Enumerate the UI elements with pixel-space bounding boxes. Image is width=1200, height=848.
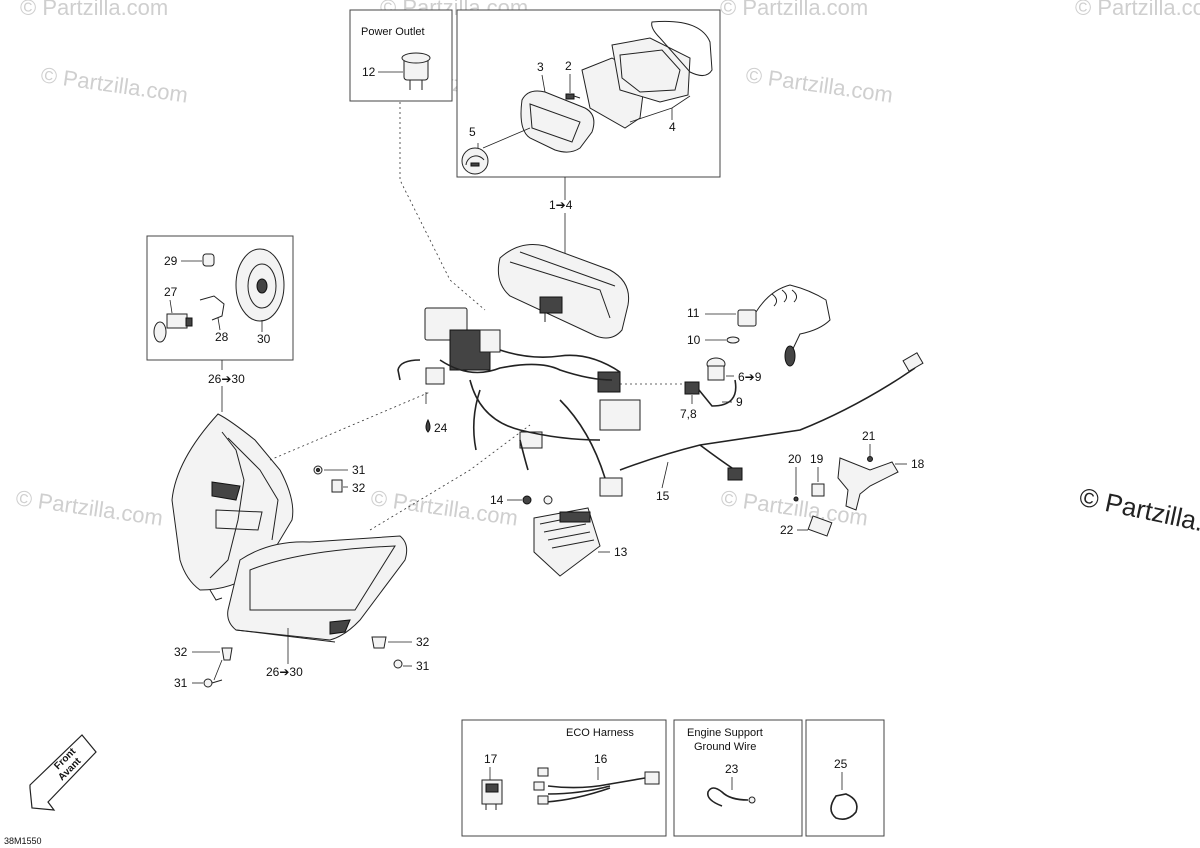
callout-6-9: 6➔9: [738, 370, 762, 384]
watermark-large: © Partzilla.c: [1077, 482, 1200, 540]
callout-21: 21: [862, 429, 876, 443]
gauge-bezel-part: [520, 90, 595, 153]
callout-31c: 31: [416, 659, 430, 673]
drop-icon: [425, 418, 431, 433]
o-ring-part: [726, 336, 740, 344]
fastener-31a: [313, 465, 323, 475]
fastener-32c: [371, 636, 387, 649]
callout-15: 15: [656, 489, 670, 503]
callout-24: 24: [434, 421, 448, 435]
fastener-32a: [331, 479, 343, 493]
callout-2: 2: [565, 59, 572, 73]
headlight-bulb-box: 29 27 28 30: [146, 235, 294, 361]
callout-13: 13: [614, 545, 628, 559]
callout-16: 16: [594, 752, 608, 766]
ground-wire-part: [706, 787, 756, 807]
callout-27: 27: [164, 285, 178, 299]
headlight-socket-part: [235, 248, 285, 322]
watermark: © Partzilla.com: [14, 485, 164, 530]
callout-31b: 31: [174, 676, 188, 690]
callout-10: 10: [687, 333, 701, 347]
callout-25: 25: [834, 757, 848, 771]
nut-14b: [543, 495, 553, 505]
eco-switch-part: [481, 779, 503, 810]
tether-cord-part: [737, 284, 831, 367]
watermark: © Partzilla.com: [719, 485, 869, 530]
callout-20: 20: [788, 452, 802, 466]
callout-32c: 32: [416, 635, 430, 649]
bracket-part: [793, 456, 899, 537]
callout-26-30-bottom: 26➔30: [266, 665, 303, 679]
callout-28: 28: [215, 330, 229, 344]
power-outlet-title: Power Outlet: [361, 26, 425, 38]
front-arrow-icon: Front Avant: [29, 734, 97, 811]
main-harness-part: [397, 307, 924, 497]
eco-harness-box: ECO Harness 17 16: [461, 719, 667, 837]
screw-31c: [393, 659, 403, 669]
ground-wire-box: Engine Support Ground Wire 23: [673, 719, 803, 837]
bulb-cap-part: [202, 253, 215, 267]
bulb-clip-part: [199, 295, 225, 321]
callout-31a: 31: [352, 463, 366, 477]
headlight-bulb-part: [153, 313, 193, 343]
watermark: © Partzilla.com: [20, 0, 168, 20]
gauge-face-part: [461, 147, 489, 175]
watermark: © Partzilla.com: [1075, 0, 1200, 20]
ground-wire-title-line1: Engine Support: [687, 727, 763, 739]
callout-12: 12: [362, 65, 376, 79]
callout-18: 18: [911, 457, 925, 471]
dess-switch-part: [684, 357, 737, 407]
left-headlight-part: [171, 413, 294, 601]
diagram-code: 38M1550: [4, 836, 42, 846]
watermark: © Partzilla.com: [39, 62, 189, 107]
right-headlight-part: [227, 535, 408, 643]
screw-31b: [203, 678, 223, 688]
power-outlet-box: Power Outlet 12: [349, 9, 453, 102]
callout-23: 23: [725, 762, 739, 776]
strap-part: [830, 793, 858, 820]
watermark: © Partzilla.com: [744, 62, 894, 107]
nut-14a: [522, 495, 532, 505]
gauge-box: 3 2 5 4: [456, 9, 721, 178]
callout-30: 30: [257, 332, 271, 346]
ground-wire-title-line2: Ground Wire: [694, 741, 756, 753]
callout-19: 19: [810, 452, 824, 466]
callout-9: 9: [736, 395, 743, 409]
callout-17: 17: [484, 752, 498, 766]
callout-22: 22: [780, 523, 794, 537]
callout-7-8: 7,8: [680, 407, 697, 421]
eco-harness-part: [533, 767, 660, 805]
callout-26-30-top: 26➔30: [208, 372, 245, 386]
callout-32a: 32: [352, 481, 366, 495]
callout-4: 4: [669, 120, 676, 134]
watermark: © Partzilla.com: [369, 485, 519, 530]
callout-1-4: 1➔4: [549, 198, 573, 212]
screw-part: [565, 93, 581, 100]
fastener-32b: [221, 647, 233, 661]
callout-3: 3: [537, 60, 544, 74]
part-25-box: 25: [805, 719, 885, 837]
instrument-cluster-part: [497, 244, 630, 339]
cluster-housing-part: [581, 20, 713, 129]
callout-29: 29: [164, 254, 178, 268]
voltage-regulator-part: [533, 507, 601, 577]
power-outlet-part: [401, 52, 431, 90]
callout-32b: 32: [174, 645, 188, 659]
callout-14: 14: [490, 493, 504, 507]
callout-5: 5: [469, 125, 476, 139]
callout-11: 11: [687, 306, 700, 320]
watermark: © Partzilla.com: [720, 0, 868, 20]
eco-harness-title: ECO Harness: [566, 727, 634, 739]
